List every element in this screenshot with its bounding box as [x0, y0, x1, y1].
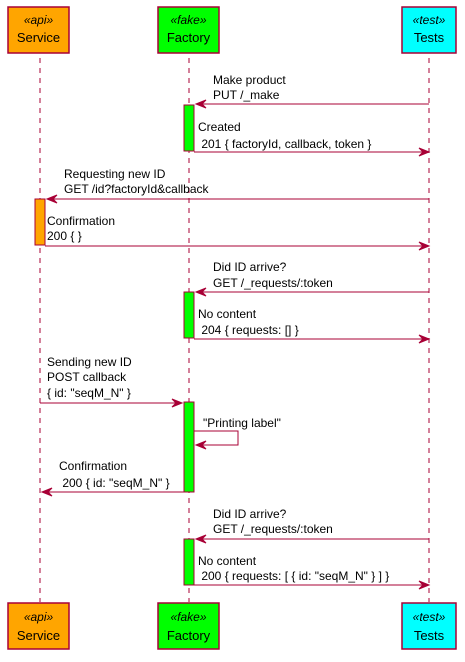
message-label-line: 200 { requests: [ { id: "seqM_N" } ] }: [198, 569, 389, 583]
message-label-line: Created: [198, 120, 241, 134]
message-label-line: 204 { requests: [] }: [198, 323, 299, 337]
participant-name: Tests: [414, 628, 445, 643]
participant-stereotype: «test»: [413, 610, 446, 624]
activation-factory-4: [183, 538, 195, 586]
message-label-line: { id: "seqM_N" }: [47, 386, 131, 400]
message-label-line: No content: [198, 554, 257, 568]
participant-factory-bottom: «fake» Factory: [157, 602, 220, 650]
message-label-line: 200 { }: [47, 229, 82, 243]
message-sending-new-id: Sending new ID POST callback { id: "seqM…: [40, 355, 184, 408]
participant-tests-bottom: «test» Tests: [401, 602, 457, 650]
participant-name: Factory: [167, 30, 211, 45]
message-label-line: GET /_requests/:token: [213, 522, 333, 536]
message-requesting-new-id: Requesting new ID GET /id?factoryId&call…: [45, 167, 429, 204]
message-label-line: POST callback: [47, 370, 127, 384]
participant-stereotype: «api»: [24, 13, 54, 27]
message-label-line: "Printing label": [203, 416, 281, 430]
message-label-line: Confirmation: [59, 459, 127, 473]
participant-name: Tests: [414, 30, 445, 45]
message-label-line: 200 { id: "seqM_N" }: [59, 476, 170, 490]
message-label-line: Make product: [213, 73, 286, 87]
messages: Make product PUT /_make Created 201 { fa…: [40, 73, 431, 590]
message-created: Created 201 { factoryId, callback, token…: [194, 120, 431, 157]
message-confirmation-id: Confirmation 200 { id: "seqM_N" }: [40, 459, 184, 497]
participant-stereotype: «fake»: [170, 610, 206, 624]
message-label-line: Sending new ID: [47, 355, 132, 369]
activations: [34, 104, 195, 586]
message-did-id-arrive-2: Did ID arrive? GET /_requests/:token: [194, 507, 429, 544]
message-did-id-arrive: Did ID arrive? GET /_requests/:token: [194, 260, 429, 297]
participant-service-top: «api» Service: [7, 6, 70, 54]
participant-name: Service: [17, 30, 60, 45]
message-no-content: No content 204 { requests: [] }: [194, 307, 431, 344]
message-no-content-2: No content 200 { requests: [ { id: "seqM…: [194, 554, 431, 590]
participant-stereotype: «test»: [413, 13, 446, 27]
message-label-line: Requesting new ID: [64, 167, 166, 181]
message-label-line: PUT /_make: [213, 88, 280, 102]
participant-stereotype: «api»: [24, 610, 54, 624]
message-label-line: Did ID arrive?: [213, 260, 287, 274]
message-make-product: Make product PUT /_make: [194, 73, 429, 109]
participant-tests-top: «test» Tests: [401, 6, 457, 54]
participant-name: Service: [17, 628, 60, 643]
activation-factory-3: [183, 401, 195, 493]
message-label-line: GET /_requests/:token: [213, 276, 333, 290]
message-label-line: No content: [198, 307, 257, 321]
participant-stereotype: «fake»: [170, 13, 206, 27]
activation-service-1: [34, 198, 46, 246]
message-printing-label: "Printing label": [194, 416, 281, 450]
message-label-line: Did ID arrive?: [213, 507, 287, 521]
participant-factory-top: «fake» Factory: [157, 6, 220, 54]
message-label-line: Confirmation: [47, 214, 115, 228]
participant-service-bottom: «api» Service: [7, 602, 70, 650]
activation-factory-1: [183, 104, 195, 152]
activation-factory-2: [183, 291, 195, 339]
message-label-line: 201 { factoryId, callback, token }: [198, 137, 371, 151]
message-label-line: GET /id?factoryId&callback: [64, 182, 210, 196]
participant-name: Factory: [167, 628, 211, 643]
message-confirmation: Confirmation 200 { }: [45, 214, 431, 251]
